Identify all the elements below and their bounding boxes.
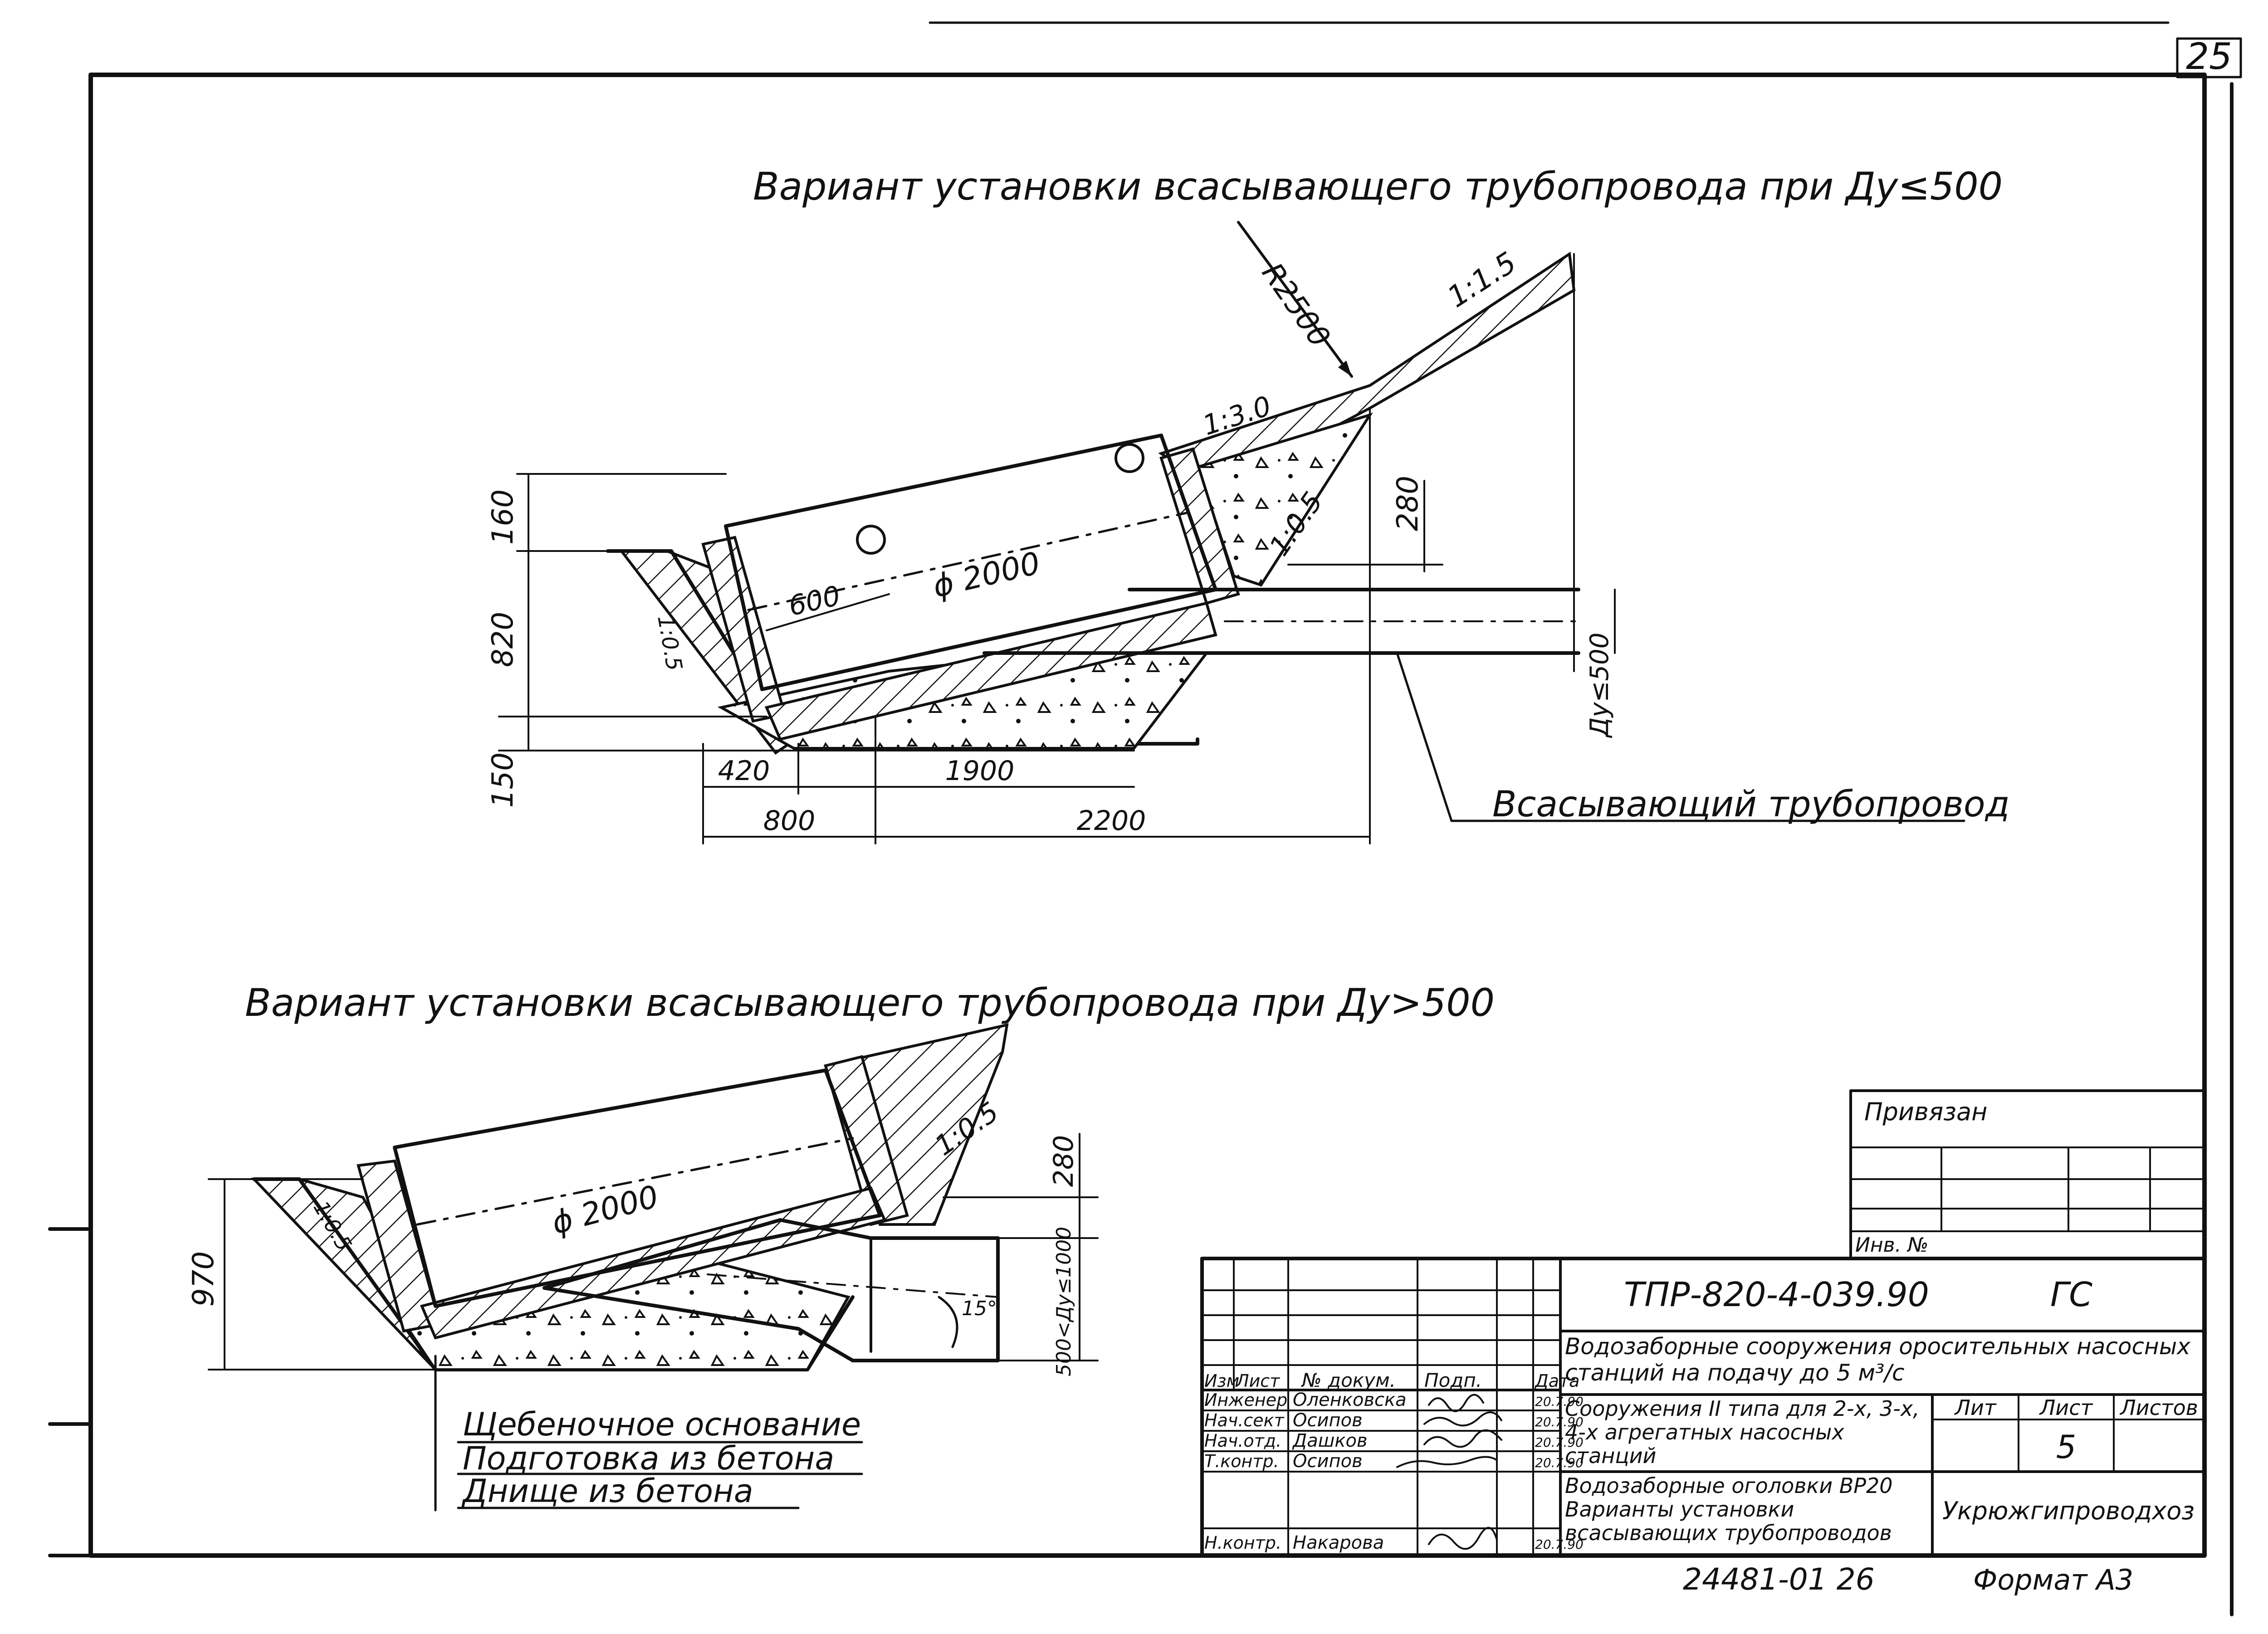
row-name: Осипов [1293, 1410, 1363, 1431]
stage-header-lit: Лит [1954, 1395, 1996, 1420]
legend-item-concrete-prep: Подготовка из бетона [463, 1440, 834, 1477]
row-date: 20.7.90 [1535, 1455, 1584, 1470]
header-list: Лист [1235, 1371, 1281, 1391]
format-label: Формат А3 [1973, 1563, 2133, 1596]
header-sign: Подп. [1424, 1369, 1482, 1391]
row-name: Оленковска [1293, 1390, 1407, 1410]
stage-header-sheets: Листов [2119, 1395, 2198, 1420]
row-role: Инженер [1204, 1390, 1287, 1410]
top-dim-150: 150 [486, 752, 520, 808]
bottom-angle-label: 15° [962, 1297, 997, 1320]
top-dim-160: 160 [486, 489, 520, 545]
binding-title: Привязан [1864, 1097, 1987, 1126]
top-dim-du: Ду≤500 [1585, 633, 1614, 739]
title-block: ТПР-820-4-039.90 ГС Водозаборные сооруже… [1200, 1257, 2206, 1557]
header-izm: Изм [1204, 1371, 1239, 1391]
top-dim-600: 600 [786, 580, 843, 623]
inventory-number: 24481-01 26 [1683, 1562, 1875, 1597]
top-section-drawing: Вариант установки всасывающего трубопров… [486, 164, 2010, 844]
header-doc: № докум. [1301, 1369, 1396, 1391]
row-date: 20.7.90 [1535, 1415, 1584, 1429]
designation: ТПР-820-4-039.90 [1624, 1275, 1929, 1314]
row-name: Дашков [1292, 1430, 1368, 1451]
bottom-section-title: Вариант установки всасывающего трубопров… [245, 980, 1495, 1025]
bottom-dim-du: 500<Ду≤1000 [1052, 1227, 1075, 1376]
description-line-1: Водозаборные сооружения оросительных нас… [1565, 1333, 2190, 1386]
top-radius-label: R2500 [1255, 257, 1337, 353]
top-section-title: Вариант установки всасывающего трубопров… [753, 164, 2003, 209]
material-legend: Щебеночное основание Подготовка из бетон… [434, 1355, 863, 1512]
sheet-number: 5 [2056, 1429, 2077, 1466]
top-dim-280: 280 [1391, 476, 1425, 531]
binding-table: Привязан Инв. № [1849, 1089, 2206, 1260]
organization-name: Укрюжгипроводхоз [1942, 1497, 2195, 1525]
top-dim-800: 800 [763, 805, 816, 837]
bottom-dim-970: 970 [187, 1251, 220, 1307]
row-role: Т.контр. [1204, 1451, 1279, 1471]
suction-pipe-label: Всасывающий трубопровод [1492, 784, 2010, 825]
page-number: 25 [2186, 35, 2232, 78]
description-line-3: Водозаборные оголовки ВР20 Варианты уста… [1565, 1474, 1893, 1545]
bottom-section-drawing: Вариант установки всасывающего трубопров… [187, 980, 1495, 1512]
bottom-dim-280: 280 [1048, 1135, 1080, 1187]
sheet-frame: 25 [48, 21, 2242, 1616]
description-line-2: Сооружения II типа для 2-х, 3-х, 4-х агр… [1565, 1397, 1920, 1468]
row-role: Нач.отд. [1204, 1431, 1281, 1451]
bottom-diameter-label: ϕ 2000 [548, 1179, 662, 1241]
stage-header-sheet: Лист [2039, 1395, 2093, 1420]
row-name: Осипов [1293, 1451, 1363, 1472]
top-dim-1900: 1900 [945, 755, 1015, 787]
row-date: 20.7.90 [1535, 1537, 1584, 1552]
inventory-label: Инв. № [1855, 1234, 1928, 1257]
row-date: 20.7.90 [1535, 1394, 1584, 1409]
row-date: 20.7.90 [1535, 1435, 1584, 1450]
legend-item-crushed-stone: Щебеночное основание [463, 1406, 861, 1443]
top-diameter-label: ϕ 2000 [929, 546, 1043, 605]
row-name: Накарова [1293, 1532, 1384, 1553]
top-dim-2200: 2200 [1077, 805, 1146, 837]
signatures [1396, 1394, 1502, 1550]
header-date: Дата [1534, 1371, 1579, 1391]
row-role: Нач.сект [1204, 1410, 1285, 1430]
legend-item-concrete-bottom: Днище из бетона [461, 1473, 753, 1510]
stage-code: ГС [2050, 1275, 2092, 1314]
top-dim-420: 420 [718, 755, 770, 787]
top-dim-820: 820 [486, 612, 520, 667]
row-role: Н.контр. [1204, 1533, 1281, 1553]
